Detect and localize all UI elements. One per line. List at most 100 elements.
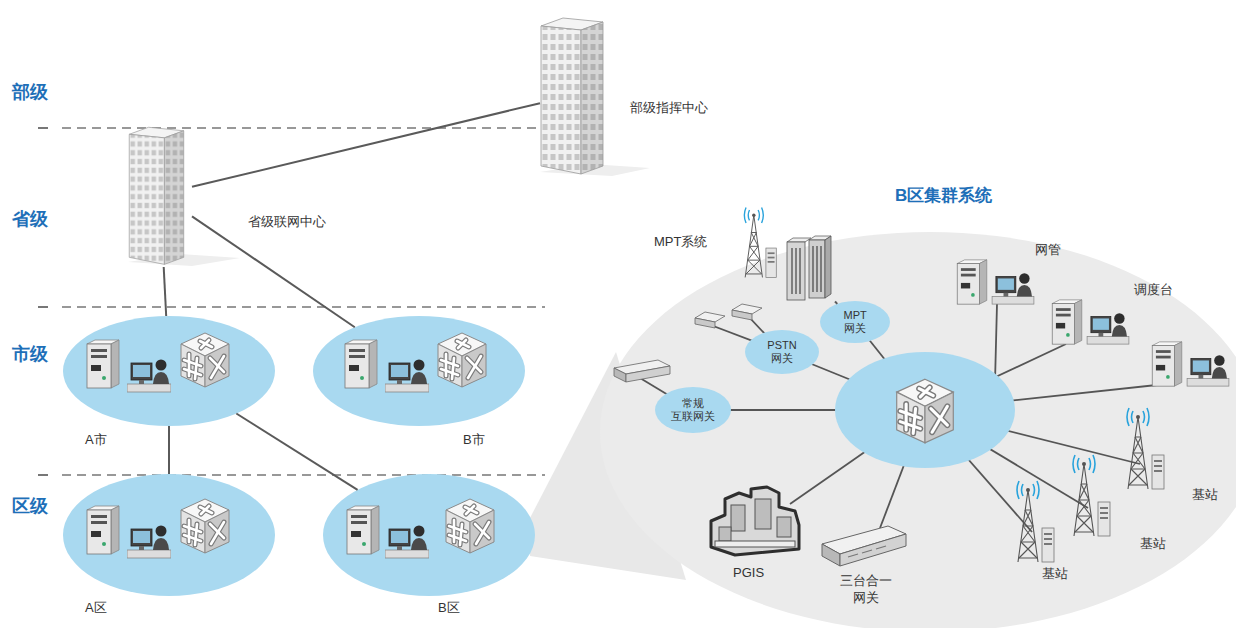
base-station: 基站 (1012, 478, 1056, 564)
graphic-part (693, 409, 925, 411)
workstation: 调度台 (1050, 298, 1135, 348)
graphic-part (38, 306, 48, 308)
graphic-part (880, 410, 925, 528)
graphic-part (313, 316, 525, 426)
graphic-part (1152, 342, 1182, 386)
level-tick (38, 128, 48, 475)
graphic-part (897, 379, 954, 443)
building: 省级联网中心 (128, 122, 192, 267)
node-shape (955, 258, 1040, 308)
level-divider (62, 128, 545, 475)
connector-line (164, 267, 166, 316)
graphic-part (655, 387, 731, 433)
site-label: A市 (85, 432, 107, 448)
graphic-part (87, 506, 119, 554)
connector-line (236, 413, 357, 489)
cluster-region: B区集群系统MPT系统MPT 网关PSTN 网关常规 互联网关网管调度台PGIS… (600, 232, 1236, 628)
device-label: 基站 (1042, 566, 1068, 582)
building-label: 部级指挥中心 (630, 100, 708, 116)
node-shape (63, 474, 275, 596)
graphic-part (87, 340, 119, 388)
device-label: MPT系统 (654, 234, 707, 250)
graphic-part (744, 207, 776, 277)
graphic-part (62, 306, 545, 308)
node-shape (705, 485, 805, 557)
connector-line (192, 103, 540, 187)
site-label: B区 (438, 600, 460, 616)
graphic-part (820, 301, 890, 343)
gateway-label: MPT 网关 (843, 309, 866, 335)
node-shape (1068, 452, 1112, 538)
connector-line (835, 302, 837, 304)
graphic-part (63, 316, 275, 426)
graphic-part (925, 304, 997, 410)
graphic-part (855, 322, 925, 410)
graphic-part (711, 487, 799, 555)
base-station: 基站 (1122, 405, 1166, 491)
cluster-title: B区集群系统 (895, 188, 992, 204)
graphic-part (614, 360, 670, 382)
graphic-part (1017, 481, 1054, 562)
graphic-part (127, 360, 171, 393)
graphic-part (62, 127, 545, 129)
node-shape (1050, 298, 1135, 348)
node-shape (1122, 405, 1166, 491)
graphic-part (732, 310, 752, 320)
graphic-part (127, 526, 171, 559)
device-label: 三台合一 网关 (840, 572, 892, 606)
graphic-part (695, 312, 725, 322)
node-shape (128, 122, 192, 267)
graphic-part (541, 18, 603, 174)
graphic-part (992, 273, 1034, 304)
site-label: B市 (463, 432, 485, 448)
workstation: 网管 (955, 258, 1040, 308)
site-ellipse: B市 (313, 316, 525, 426)
level-label: 市级 (12, 342, 48, 366)
building-label: 省级联网中心 (248, 214, 326, 230)
device-label: 网管 (1035, 242, 1061, 258)
gateway-label: PSTN 网关 (767, 339, 796, 365)
pgis-device: PGIS (705, 485, 805, 557)
building: 部级指挥中心 (540, 12, 612, 177)
graphic-part (181, 333, 229, 387)
graphic-part (822, 526, 906, 566)
node-shape (1012, 478, 1056, 564)
node-shape (740, 204, 835, 302)
graphic-part (925, 410, 1032, 532)
node-shape (540, 12, 612, 177)
graphic-part (835, 352, 1015, 468)
graphic-part (925, 384, 1166, 410)
graphic-part (732, 304, 762, 314)
connector-line (192, 216, 355, 327)
gateway-ellipse: 常规 互联网关 (655, 387, 731, 433)
site-ellipse: A区 (63, 474, 275, 596)
graphic-part (438, 333, 486, 387)
level-label: 部级 (12, 80, 48, 104)
level-label: 省级 (12, 207, 48, 231)
graphic-part (385, 526, 429, 559)
graphic-part (1127, 408, 1164, 489)
graphic-part (925, 344, 1066, 410)
graphic-part (1052, 300, 1082, 344)
mpt-system: MPT系统 (740, 204, 835, 302)
graphic-part (782, 352, 925, 410)
graphic-part (323, 474, 535, 596)
building-shadow (540, 164, 650, 176)
graphic-part (614, 368, 626, 382)
device-label: 调度台 (1134, 282, 1173, 298)
site-ellipse: B区 (323, 474, 535, 596)
gateway-label: 常规 互联网关 (671, 397, 715, 423)
graphic-part (62, 474, 545, 476)
graphic-part (129, 127, 183, 264)
device-label: 基站 (1192, 487, 1218, 503)
base-station: 基站 (1068, 452, 1112, 538)
graphic-part (787, 236, 831, 300)
device-label: PGIS (733, 565, 764, 581)
graphic-part (925, 410, 1088, 508)
graphic-part (745, 330, 819, 374)
graphic-part (600, 232, 1236, 628)
graphic-part (695, 304, 762, 328)
graphic-part (695, 318, 715, 328)
